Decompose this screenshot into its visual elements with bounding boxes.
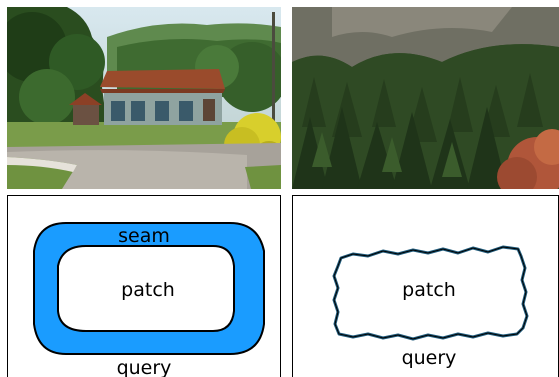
patch-diagram-panel: patch query [292,195,559,377]
seam-label: seam [118,225,170,247]
query-label: query [117,357,172,377]
forest-photo [292,7,559,189]
house-photo-panel [7,7,281,189]
seam-diagram-panel: seam patch query [7,195,281,377]
seam-diagram: seam patch query [33,222,265,377]
patch-region [57,245,235,332]
patch-label: patch [121,279,175,301]
forest-photo-panel [292,7,559,189]
patch-label: patch [402,279,456,301]
house-photo [7,7,281,189]
patch-diagram: patch query [332,245,529,369]
query-label: query [402,347,457,369]
